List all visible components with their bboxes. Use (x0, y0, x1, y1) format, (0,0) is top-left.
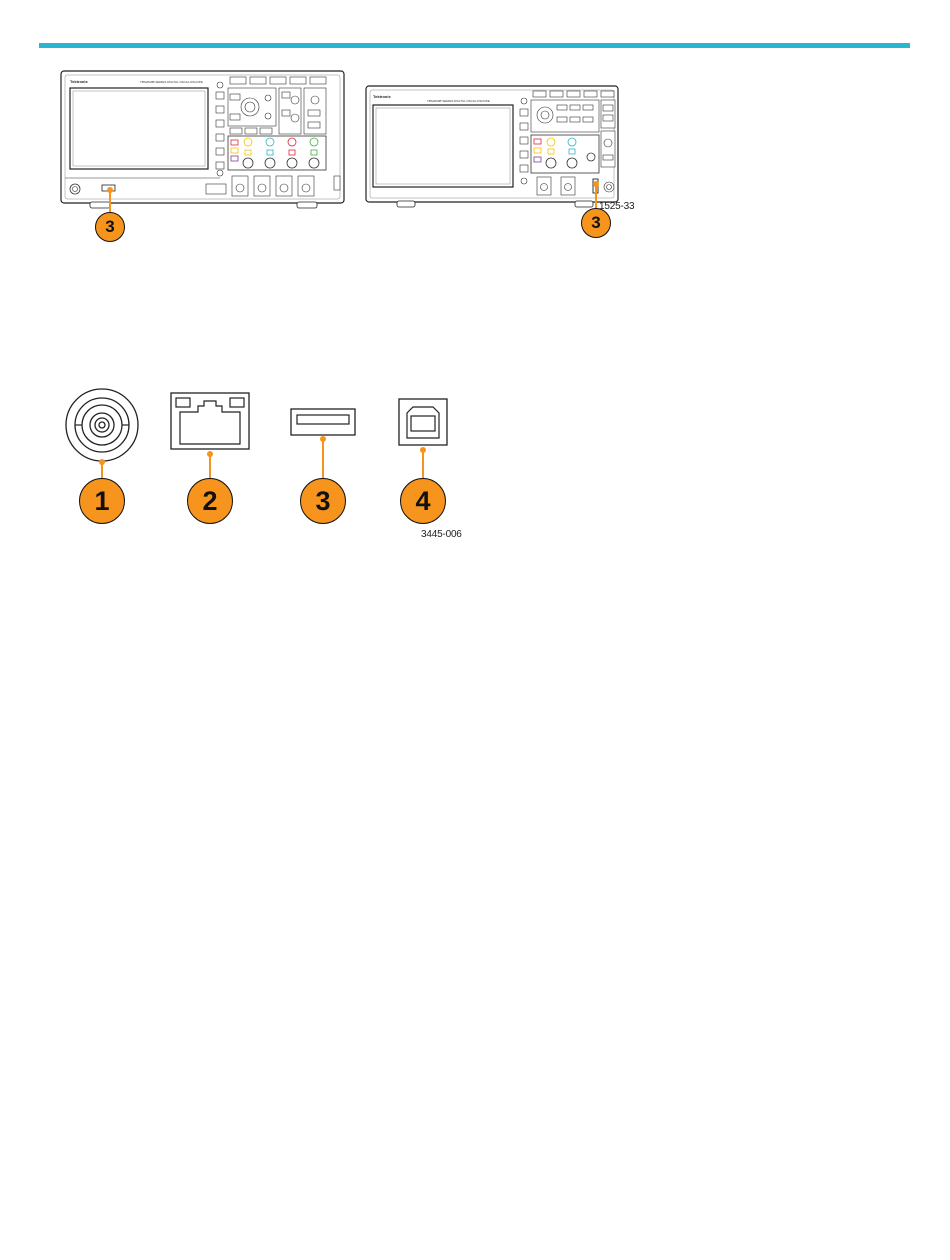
callout-dot-right (593, 181, 599, 187)
scope-brand-label: Tektronix (373, 94, 391, 99)
usb-type-b-port-icon (398, 398, 448, 446)
callout-leader-4 (422, 450, 424, 480)
scope-brand-label: Tektronix (70, 79, 88, 84)
callout-port-1: 1 (79, 478, 125, 524)
bnc-connector-icon (64, 387, 140, 463)
callout-leader-left (109, 190, 111, 212)
scope-4-channel-illustration: Tektronix TBS2000B SERIES DIGITAL OSCILL… (60, 70, 350, 215)
callout-leader-3 (322, 439, 324, 480)
scope-2-channel-illustration: Tektronix TBS2000B SERIES DIGITAL OSCILL… (365, 85, 625, 215)
port-bnc-illustration (64, 387, 140, 463)
callout-usb-front-left: 3 (95, 212, 125, 242)
top-rule (39, 43, 910, 48)
callout-port-4: 4 (400, 478, 446, 524)
oscilloscope-front-panel-icon: Tektronix TBS2000B SERIES DIGITAL OSCILL… (365, 85, 625, 215)
scope-model-label: TBS2000B SERIES DIGITAL OSCILLOSCOPE (427, 99, 490, 103)
figure-id-ports: 3445-006 (421, 529, 462, 540)
port-usb-a-illustration (290, 408, 356, 436)
port-ethernet-illustration (170, 392, 250, 450)
ethernet-port-icon (170, 392, 250, 450)
port-usb-b-illustration (398, 398, 448, 446)
callout-dot-left (107, 187, 113, 193)
scope-model-label: TBS2000B SERIES DIGITAL OSCILLOSCOPE (140, 80, 203, 84)
callout-usb-front-right: 3 (581, 208, 611, 238)
oscilloscope-front-panel-icon: Tektronix TBS2000B SERIES DIGITAL OSCILL… (60, 70, 350, 215)
callout-port-3: 3 (300, 478, 346, 524)
usb-type-a-port-icon (290, 408, 356, 436)
callout-leader-2 (209, 454, 211, 480)
callout-port-2: 2 (187, 478, 233, 524)
callout-leader-right (595, 184, 597, 208)
